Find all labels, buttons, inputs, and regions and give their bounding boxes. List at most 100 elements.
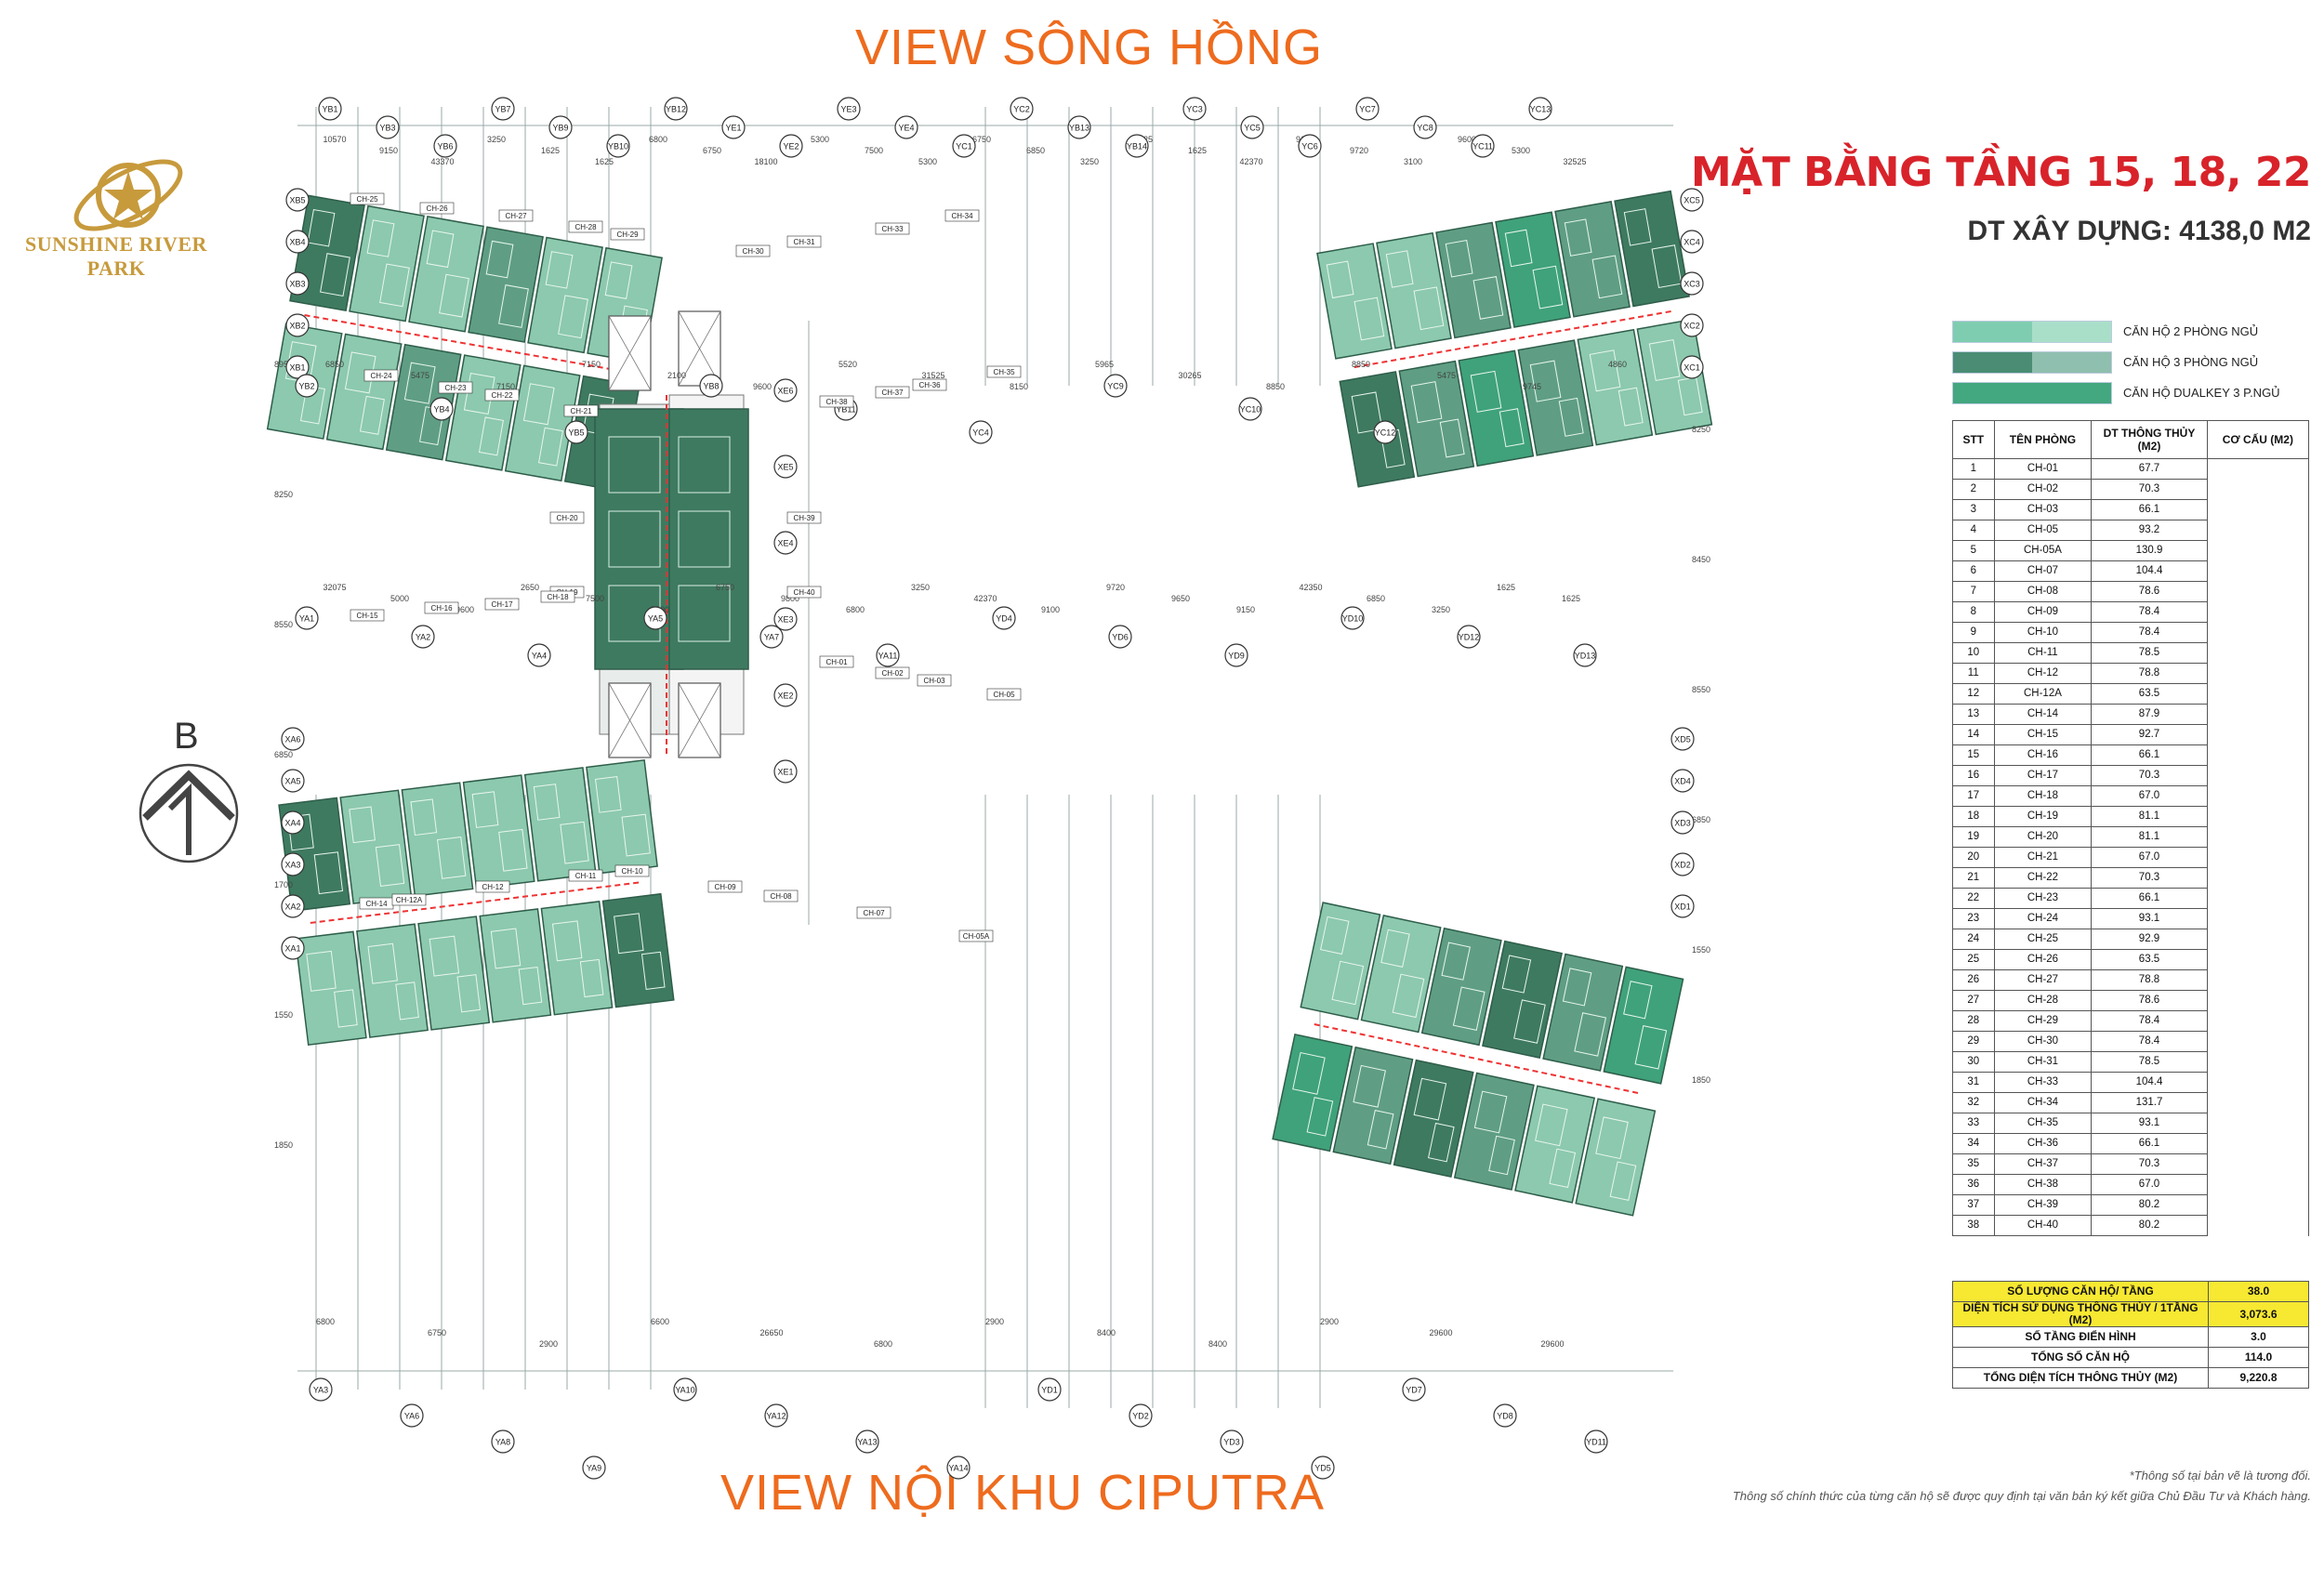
tr-room-outline: [1326, 260, 1354, 299]
grid-bubble-circle: [285, 188, 310, 212]
grid-bubble: YA13: [855, 1429, 879, 1454]
area-cell: 78.6: [2091, 990, 2208, 1011]
summary-label: SỐ TẦNG ĐIỂN HÌNH: [1952, 1326, 2209, 1348]
room-label-box: [958, 929, 994, 942]
tr-room-outline: [1351, 391, 1383, 434]
room-label: CH-38: [819, 395, 854, 408]
br-room-outline: [1452, 986, 1486, 1031]
room-label-box: [875, 666, 910, 679]
structure-cell: [2206, 908, 2310, 929]
room-label-box: [424, 601, 459, 614]
tr-room-outline: [1504, 229, 1533, 268]
grid-bubble-circle: [779, 134, 803, 158]
room-cell: CH-24: [1993, 908, 2093, 929]
dimension-label: 8400: [1208, 1339, 1227, 1349]
dimension-label: 1550: [274, 1010, 293, 1020]
br-corridor-path: [1314, 1022, 1643, 1095]
bl-room-outline: [456, 974, 482, 1013]
stt-cell: 28: [1952, 1010, 1995, 1032]
grid-bubble-label: YB3: [379, 124, 395, 133]
structure-cell: [2206, 990, 2310, 1011]
area-cell: 78.8: [2091, 663, 2208, 684]
br-unit-top: [1603, 966, 1684, 1085]
br-unit-top: [1360, 915, 1442, 1034]
grid-bubble: YC8: [1413, 115, 1437, 139]
room-label: CH-17: [484, 598, 520, 611]
grid-bubble: XD1: [1670, 894, 1695, 918]
grid-bubble-circle: [1402, 1377, 1426, 1402]
stt-cell: 8: [1952, 601, 1995, 623]
plan-area: DT XÂY DỰNG: 4138,0 M2: [1967, 216, 2311, 246]
grid-bubble: YB7: [491, 97, 515, 121]
dimension-label: 9720: [1106, 583, 1125, 592]
grid-bubble-label: XE2: [777, 692, 793, 701]
grid-bubble-circle: [411, 625, 435, 649]
bl-room-outline: [395, 981, 419, 1021]
grid-bubble-circle: [1125, 134, 1149, 158]
area-cell: 80.2: [2091, 1194, 2208, 1216]
room-label-box: [438, 381, 473, 394]
grid-bubble: YD10: [1340, 606, 1365, 630]
grid-bubble-circle: [773, 607, 798, 631]
tl-room-outline: [320, 253, 350, 296]
room-label-box: [540, 590, 575, 603]
area-cell: 66.1: [2091, 744, 2208, 766]
stt-cell: 34: [1952, 1133, 1995, 1154]
grid-bubble-label: YA12: [766, 1412, 786, 1421]
dimension-label: 6850: [1026, 146, 1045, 155]
br-room-outline: [1549, 1148, 1577, 1189]
room-cell: CH-01: [1993, 458, 2093, 480]
dimension-label: 8550: [274, 620, 293, 629]
grid-bubble: YD12: [1457, 625, 1481, 649]
grid-bubble-circle: [855, 1429, 879, 1454]
structure-cell: [2206, 1174, 2310, 1195]
tl-room-outline: [366, 219, 395, 257]
tl-room-outline: [545, 251, 574, 289]
grid-bubble-label: XA4: [284, 819, 300, 828]
grid-bubble-circle: [1238, 397, 1262, 421]
structure-cell: [2206, 847, 2310, 868]
room-label-text: CH-24: [370, 372, 392, 380]
room-label-text: CH-25: [356, 195, 378, 204]
grid-bubble-circle: [285, 313, 310, 337]
dimension-label: 8850: [1352, 360, 1370, 369]
grid-bubble-circle: [876, 643, 900, 667]
room-label: CH-18: [540, 590, 575, 603]
br-room-outline: [1367, 1110, 1394, 1150]
room-label-box: [917, 674, 952, 687]
structure-cell: [2206, 826, 2310, 848]
area-cell: 67.7: [2091, 458, 2208, 480]
room-label-text: CH-35: [993, 368, 1015, 376]
tl-room-outline: [604, 261, 633, 299]
tl-room-outline: [522, 383, 555, 426]
legend-item: CĂN HỘ 3 PHÒNG NGỦ: [1952, 347, 2305, 377]
central-room-outline: [608, 510, 661, 568]
grid-bubble: YA6: [400, 1403, 424, 1428]
area-cell: 63.5: [2091, 949, 2208, 970]
grid-bubble-circle: [759, 625, 784, 649]
grid-bubble-label: XE5: [777, 463, 793, 472]
structure-cell: [2206, 581, 2310, 602]
dimension-label: 3250: [911, 583, 930, 592]
grid-bubble: XD5: [1670, 727, 1695, 751]
room-cell: CH-14: [1993, 704, 2093, 725]
room-cell: CH-11: [1993, 642, 2093, 664]
plan-grid-bubbles: YB1YB3YB6YB7YB9YB10YB12YE1YE2YE3YE4YC1YC…: [281, 97, 1704, 1480]
room-label: CH-23: [438, 381, 473, 394]
summary-row: DIỆN TÍCH SỬ DỤNG THÔNG THỦY / 1TẦNG (M2…: [1952, 1301, 2309, 1327]
plan-room-labels: CH-25CH-26CH-27CH-28CH-29CH-30CH-31CH-33…: [350, 192, 1022, 942]
room-label-box: [568, 220, 603, 233]
grid-bubble: YD1: [1037, 1377, 1062, 1402]
bl-room-outline: [640, 951, 666, 990]
grid-bubble-label: XC4: [1684, 238, 1700, 247]
view-title-top: VIEW SÔNG HỒNG: [855, 20, 1324, 75]
area-cell: 131.7: [2091, 1092, 2208, 1113]
room-cell: CH-03: [1993, 499, 2093, 520]
grid-bubble-circle: [1528, 97, 1552, 121]
structure-cell: [2206, 540, 2310, 561]
bl-room-outline: [533, 784, 561, 821]
